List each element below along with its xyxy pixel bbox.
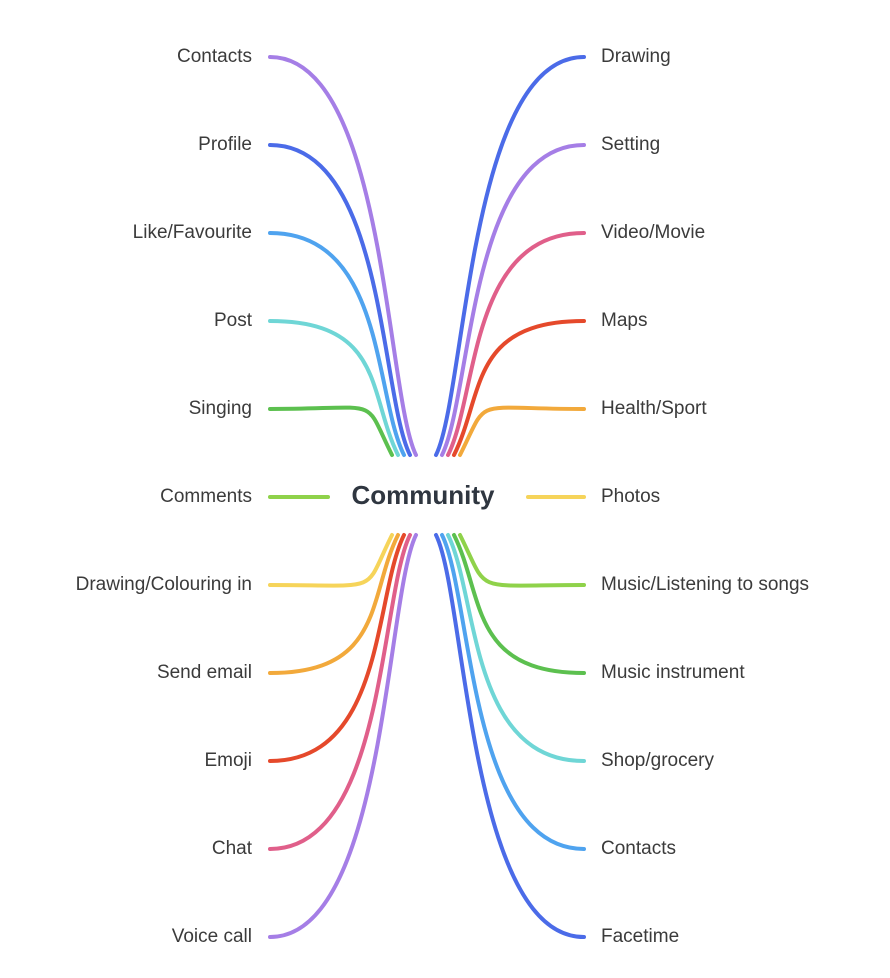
left-branch-label[interactable]: Voice call bbox=[171, 926, 252, 947]
right-branch-label[interactable]: Health/Sport bbox=[601, 398, 707, 419]
left-branch-label[interactable]: Post bbox=[213, 310, 252, 331]
left-branch-link bbox=[268, 533, 406, 763]
left-branch-link bbox=[268, 533, 418, 939]
central-topic[interactable]: Community bbox=[351, 480, 495, 510]
right-branch-link bbox=[440, 533, 586, 851]
left-branch-link bbox=[268, 533, 394, 588]
right-branch-label[interactable]: Music/Listening to songs bbox=[601, 574, 810, 595]
left-branch-link bbox=[268, 405, 394, 457]
left-branch-link bbox=[268, 533, 400, 675]
right-branch-label[interactable]: Shop/grocery bbox=[601, 750, 715, 771]
left-branch-link bbox=[268, 319, 400, 457]
left-branch-label[interactable]: Contacts bbox=[177, 46, 252, 67]
left-branch-link bbox=[268, 143, 412, 457]
left-branch-label[interactable]: Like/Favourite bbox=[132, 222, 252, 243]
left-branch-link bbox=[268, 231, 406, 457]
right-branch-label[interactable]: Facetime bbox=[601, 926, 680, 947]
left-branch-label[interactable]: Emoji bbox=[204, 750, 252, 771]
right-branch-link bbox=[452, 319, 586, 457]
right-branch-label[interactable]: Contacts bbox=[601, 838, 676, 859]
left-branch-label[interactable]: Send email bbox=[156, 662, 252, 683]
right-branch-label[interactable]: Music instrument bbox=[601, 662, 745, 683]
right-branch-label[interactable]: Maps bbox=[601, 310, 648, 331]
left-branch-link bbox=[268, 55, 418, 457]
right-branch-label[interactable]: Photos bbox=[601, 486, 661, 507]
left-branch-label[interactable]: Drawing/Colouring in bbox=[75, 574, 252, 595]
right-branch-label[interactable]: Video/Movie bbox=[601, 222, 706, 243]
right-branch-link bbox=[458, 533, 586, 588]
left-branch-link bbox=[268, 533, 412, 851]
right-branch-link bbox=[452, 533, 586, 675]
right-branch-link bbox=[458, 405, 586, 457]
right-branch-label[interactable]: Drawing bbox=[601, 46, 671, 67]
right-branch-link bbox=[446, 231, 586, 457]
left-branch-label[interactable]: Profile bbox=[198, 134, 252, 155]
right-branch-link bbox=[440, 143, 586, 457]
right-branch-link bbox=[434, 533, 586, 939]
left-branch-label[interactable]: Chat bbox=[211, 838, 252, 859]
left-branch-label[interactable]: Singing bbox=[188, 398, 252, 419]
right-branch-label[interactable]: Setting bbox=[601, 134, 661, 155]
left-branch-label[interactable]: Comments bbox=[160, 486, 252, 507]
right-branch-link bbox=[446, 533, 586, 763]
right-branch-link bbox=[434, 55, 586, 457]
